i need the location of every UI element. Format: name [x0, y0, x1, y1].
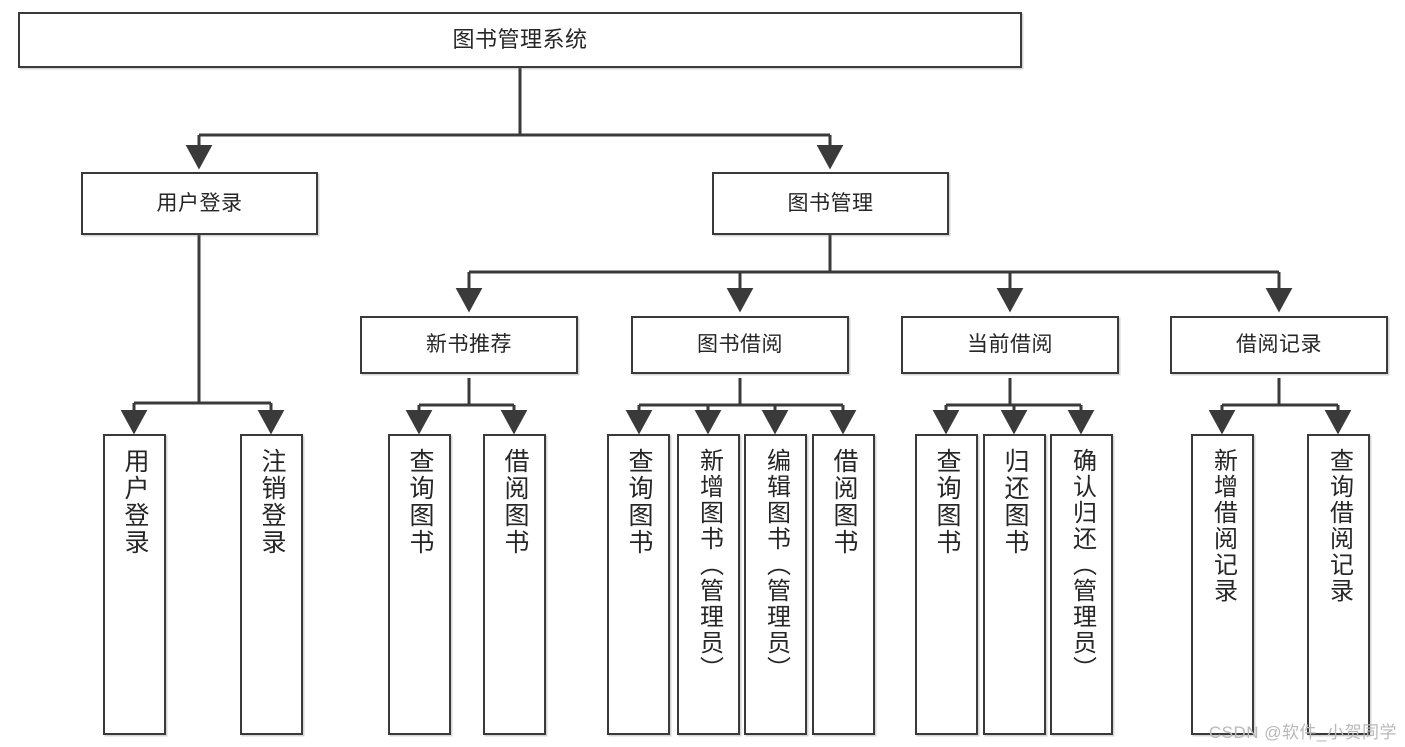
node-root-system[interactable]: 图书管理系统 [18, 12, 1022, 68]
node-label: 新增借阅记录 [1209, 448, 1237, 604]
node-leaf-query-book-1[interactable]: 查询图书 [388, 434, 451, 735]
node-label: 用户登录 [121, 448, 149, 556]
node-label: 图书借阅 [697, 333, 783, 357]
node-label: 查询图书 [406, 448, 434, 556]
node-leaf-confirm-return[interactable]: 确认归还（管理员） [1050, 434, 1113, 735]
node-leaf-user-login[interactable]: 用户登录 [103, 434, 166, 735]
node-label: 新书推荐 [426, 333, 512, 357]
node-leaf-query-record[interactable]: 查询借阅记录 [1307, 434, 1370, 735]
node-label: 用户登录 [156, 191, 243, 215]
node-label: 注销登录 [258, 448, 286, 556]
node-leaf-edit-book[interactable]: 编辑图书（管理员） [744, 434, 807, 735]
node-label: 查询借阅记录 [1325, 448, 1353, 604]
node-leaf-add-book[interactable]: 新增图书（管理员） [677, 434, 740, 735]
node-new-book-recommend[interactable]: 新书推荐 [360, 316, 578, 374]
node-leaf-return-book[interactable]: 归还图书 [983, 434, 1046, 735]
node-label: 查询图书 [625, 448, 653, 556]
node-leaf-query-book-2[interactable]: 查询图书 [607, 434, 670, 735]
node-leaf-query-book-3[interactable]: 查询图书 [915, 434, 978, 735]
node-label: 当前借阅 [967, 333, 1053, 357]
node-current-borrow[interactable]: 当前借阅 [901, 316, 1119, 374]
node-label: 借阅图书 [501, 448, 529, 556]
node-label: 编辑图书（管理员） [762, 448, 790, 682]
node-label: 归还图书 [1001, 448, 1029, 556]
node-book-borrow[interactable]: 图书借阅 [631, 316, 849, 374]
node-leaf-borrow-book-2[interactable]: 借阅图书 [812, 434, 875, 735]
node-leaf-borrow-book-1[interactable]: 借阅图书 [483, 434, 546, 735]
node-label: 查询图书 [933, 448, 961, 556]
node-book-management[interactable]: 图书管理 [712, 172, 949, 235]
node-label: 确认归还（管理员） [1068, 448, 1096, 682]
node-label: 借阅图书 [830, 448, 858, 556]
node-label: 图书管理 [787, 191, 874, 215]
node-label: 图书管理系统 [452, 26, 588, 52]
node-leaf-add-record[interactable]: 新增借阅记录 [1191, 434, 1254, 735]
node-label: 新增图书（管理员） [695, 448, 723, 682]
node-label: 借阅记录 [1236, 333, 1322, 357]
node-user-login[interactable]: 用户登录 [81, 172, 318, 235]
node-leaf-logout[interactable]: 注销登录 [240, 434, 303, 735]
node-borrow-record[interactable]: 借阅记录 [1170, 316, 1388, 374]
csdn-watermark: CSDN @软件_小贺同学 [1208, 723, 1397, 742]
